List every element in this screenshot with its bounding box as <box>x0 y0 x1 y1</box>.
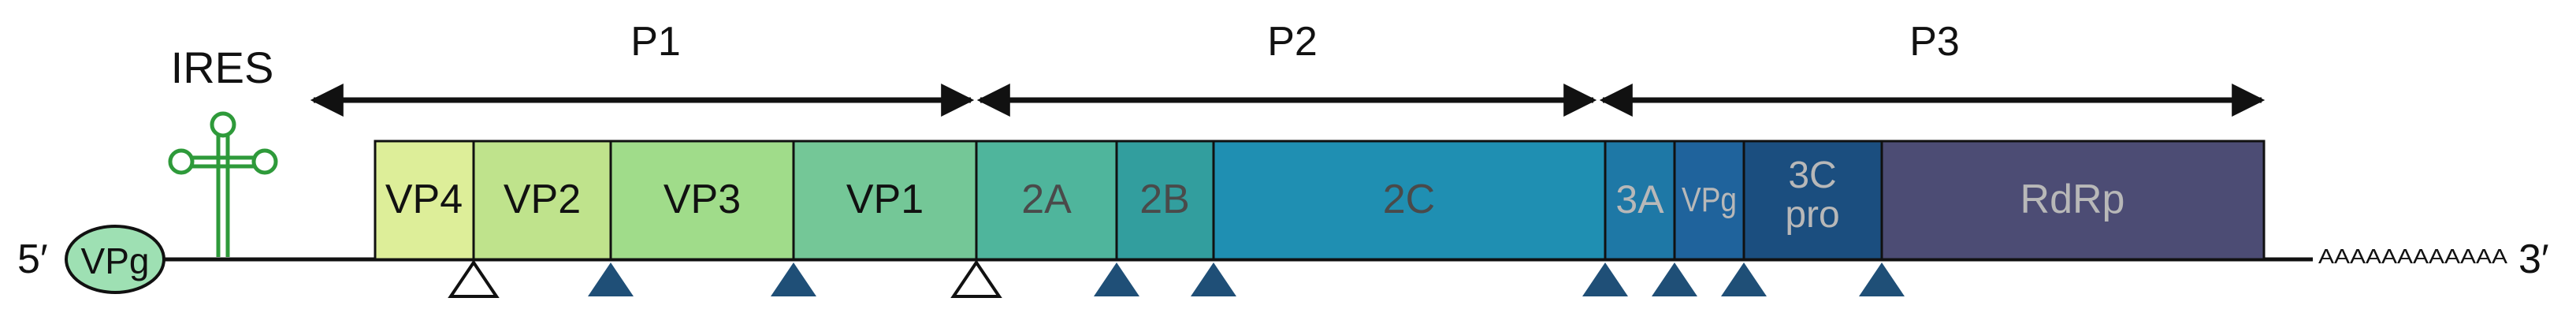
five-prime-label: 5′ <box>17 236 48 282</box>
ires-structure-icon <box>168 111 278 257</box>
label-vpg: VPg <box>1682 181 1737 219</box>
label-vp4: VP4 <box>385 177 463 222</box>
cleavage-filled-triangle-icon <box>771 263 816 296</box>
label-vp1: VP1 <box>846 177 924 222</box>
ires-label: IRES <box>171 43 274 92</box>
segment-labels: VP4 VP2 VP3 VP1 2A 2B 2C 3A VPg 3C pro R… <box>385 155 2125 236</box>
cleavage-filled-triangle-icon <box>1094 263 1139 296</box>
cleavage-filled-triangle-icon <box>1191 263 1236 296</box>
polyprotein-segments <box>374 140 2266 261</box>
segment-3c-pro <box>1742 140 1883 261</box>
segment-vp4 <box>374 140 475 261</box>
label-vp3: VP3 <box>664 177 741 222</box>
cleavage-filled-triangle-icon <box>1859 263 1905 296</box>
segment-2c <box>1212 140 1607 261</box>
polyprotein-arrows: P1 P2 P3 <box>310 19 2266 117</box>
cleavage-filled-triangle-icon <box>1721 263 1767 296</box>
segment-2a <box>975 140 1118 261</box>
poly-a-tail: AAAAAAAAAAAA <box>2318 244 2508 268</box>
label-rdrp: RdRp <box>2020 177 2125 222</box>
vpg-cap-label: VPg <box>81 240 150 281</box>
cleavage-filled-triangle-icon <box>588 263 634 296</box>
label-2b: 2B <box>1139 177 1190 222</box>
label-2a: 2A <box>1021 177 1072 222</box>
cleavage-sites <box>448 259 1905 298</box>
segment-2b <box>1115 140 1215 261</box>
cleavage-filled-triangle-icon <box>1582 263 1628 296</box>
label-vp2: VP2 <box>504 177 581 222</box>
label-3c-line1: 3C <box>1788 155 1836 196</box>
p3-label: P3 <box>1909 19 1960 65</box>
label-3a: 3A <box>1615 177 1664 222</box>
cleavage-open-triangle-icon <box>950 259 1002 298</box>
p2-label: P2 <box>1267 19 1318 65</box>
vpg-cap-icon <box>65 225 165 294</box>
cleavage-filled-triangle-icon <box>1652 263 1697 296</box>
cleavage-open-triangle-icon <box>448 259 500 298</box>
segment-vp1 <box>792 140 978 261</box>
segment-vpg <box>1673 140 1745 261</box>
three-prime-label: 3′ <box>2518 236 2549 282</box>
label-3c-line2: pro <box>1785 194 1839 236</box>
segment-vp2 <box>472 140 612 261</box>
label-2c: 2C <box>1383 177 1435 222</box>
p1-label: P1 <box>630 19 681 65</box>
segment-rdrp <box>1880 140 2266 261</box>
